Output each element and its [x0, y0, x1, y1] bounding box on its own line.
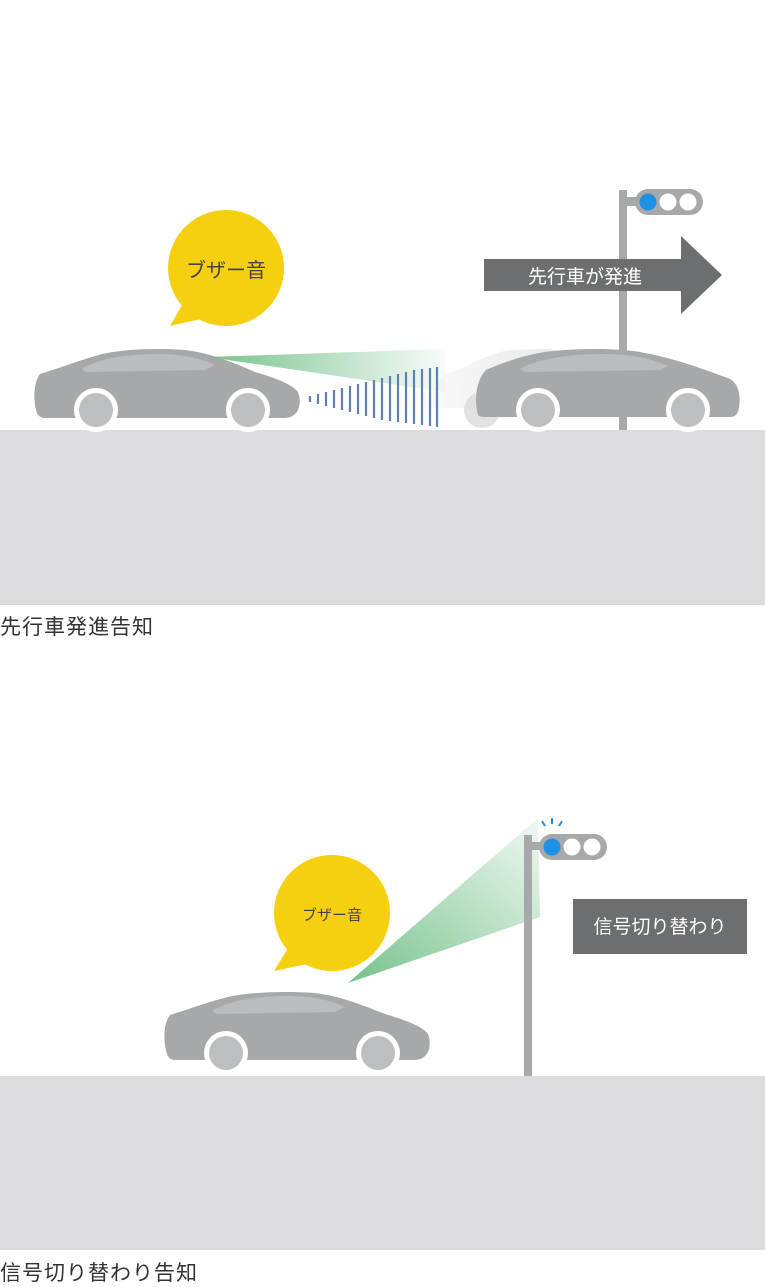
signal-light-blue-icon	[543, 838, 561, 856]
leading-car-diagram: ブザー音 先行車が発進	[0, 189, 765, 605]
sensor-wave-lines	[308, 367, 439, 427]
bubble-text: ブザー音	[186, 258, 266, 282]
signal-change-diagram: ブザー音 信号切り替わり	[0, 818, 765, 1250]
buzzer-speech-bubble: ブザー音	[274, 855, 390, 971]
traffic-signal	[619, 189, 703, 430]
road	[0, 1076, 765, 1250]
signal-change-label-box: 信号切り替わり	[573, 899, 747, 954]
panel-signal-change: ブザー音 信号切り替わり 信号切り替わり告知	[0, 645, 765, 1287]
road	[0, 430, 765, 605]
departure-arrow: 先行車が発進	[484, 236, 722, 314]
buzzer-speech-bubble: ブザー音	[168, 210, 284, 326]
camera-detection-beam	[348, 818, 540, 983]
bubble-text: ブザー音	[302, 906, 362, 924]
caption-leading-car-departure: 先行車発進告知	[0, 615, 154, 639]
signal-change-label: 信号切り替わり	[593, 916, 726, 938]
traffic-signal	[524, 818, 607, 1076]
signal-light-blue-icon	[639, 193, 657, 211]
caption-signal-change: 信号切り替わり告知	[0, 1261, 198, 1285]
own-car	[164, 992, 430, 1075]
camera-detection-beam	[208, 349, 445, 392]
leading-car	[476, 349, 740, 432]
own-car	[34, 349, 300, 432]
arrow-label: 先行車が発進	[528, 266, 642, 288]
panel-leading-car-departure: ブザー音 先行車が発進 先行車発進告知	[0, 189, 765, 639]
signal-flash-icon	[541, 818, 563, 827]
